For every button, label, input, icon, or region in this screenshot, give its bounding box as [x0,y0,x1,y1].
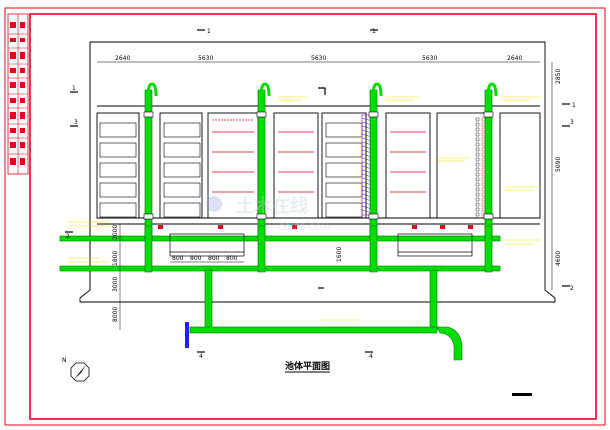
pipe-loops [146,82,498,97]
scale-bar [512,393,532,396]
watermark-subtext: COI88.COM [278,223,329,233]
tray-cell [163,142,201,158]
dimension-left: 2000 1800 3000 8000 [112,224,121,330]
north-arrow-icon: N [62,357,90,382]
section-mark-top-left: 1 [207,28,211,35]
tray-cell [163,122,201,138]
dimension-top: 2640 5630 5630 5630 2640 [97,55,540,63]
dim-bottom-3: 800 [208,255,220,262]
section-marks [65,29,570,353]
section-mark-top-right: 1 [372,28,376,35]
watermark: 土木在线 COI88.COM [206,195,329,233]
section-labels: 1 1 1 3 1 3 2 2 4 4 [66,28,576,360]
tray-cell [99,202,137,218]
callout-labels [68,96,540,321]
red-tray-lines [212,119,426,193]
section-mark-left-upper: 1 [72,85,76,92]
watermark-text: 土木在线 [236,195,308,217]
tray-cell [99,142,137,158]
dim-bottom-1: 800 [172,255,184,262]
valves [158,225,473,229]
section-mark-bottom-right: 4 [369,353,373,360]
dim-right-2: 5090 [555,157,562,172]
sludge-hoppers [169,233,473,257]
tube-settler [475,117,486,217]
title-strip [7,13,29,175]
tray-cell [99,122,137,138]
tray-cell [325,142,363,158]
pool-outline [79,41,556,303]
tray-cell [325,182,363,198]
inner-frame [29,13,597,420]
dim-middle: 1600 [336,247,343,262]
dimension-right: 2850 5090 4600 [551,62,562,290]
section-mark-right-upper: 1 [572,102,576,109]
tray-cell [325,202,363,218]
dim-top-2: 5630 [198,55,213,62]
inlet-flange [185,322,189,348]
section-mark-bottom-left: 4 [199,353,203,360]
outer-frame [4,7,606,426]
green-pipe-network [59,89,501,361]
dim-right-1: 2850 [555,69,562,84]
dim-top-1: 2640 [115,55,130,62]
section-mark-left-lower: 2 [66,233,70,240]
dim-right-3: 4600 [555,251,562,266]
drawing-title: 池体平面图 [285,360,330,372]
dim-top-5: 2640 [507,55,522,62]
dim-top-3: 5630 [311,55,326,62]
tray-cell [163,202,201,218]
tray-cell [99,162,137,178]
section-mark-right-middle: 3 [570,119,574,126]
dim-left-3: 3000 [112,277,119,292]
tray-cell [99,182,137,198]
section-mark-left-middle: 3 [74,119,78,126]
tray-cell [325,162,363,178]
section-mark-right-lower: 2 [570,285,574,292]
dim-bottom-2: 800 [190,255,202,262]
dim-bottom-4: 800 [226,255,238,262]
pipe-fittings [143,111,494,220]
north-label: N [62,357,67,364]
dim-left-1: 2000 [112,225,119,240]
dim-top-4: 5630 [422,55,437,62]
tray-cell [163,182,201,198]
dimension-bottom: 800 800 800 800 1600 [170,247,343,263]
dim-left-2: 1800 [112,251,119,266]
tray-cell [325,122,363,138]
dim-left-4: 8000 [112,307,119,322]
tray-cell [163,162,201,178]
